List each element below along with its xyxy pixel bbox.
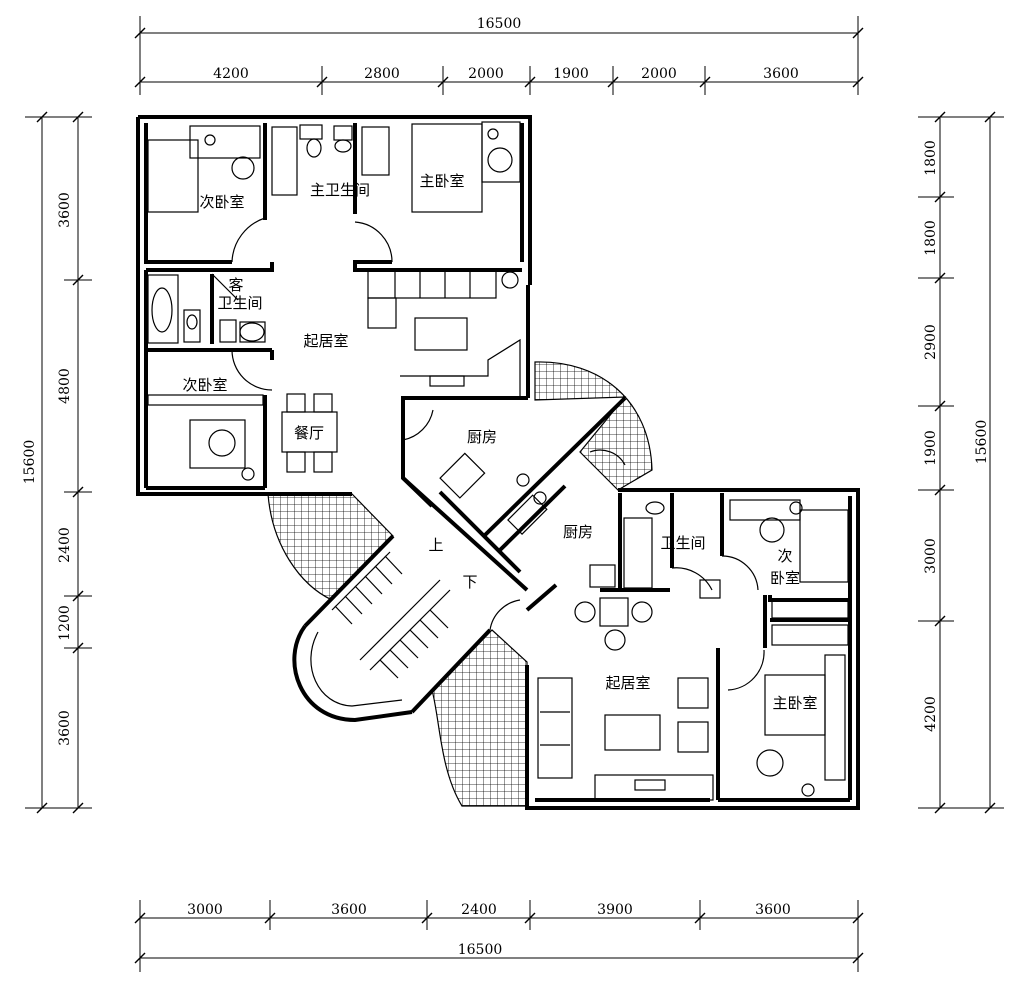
dimension-top: 16500 4200 2800 2000 1900 2000 3600 — [134, 16, 864, 95]
room-labels: 次卧室 主卫生间 主卧室 客 卫生间 起居室 次卧室 餐厅 厨房 厨房 卫生间 … — [182, 172, 817, 712]
dim-top-4: 1900 — [553, 66, 589, 82]
label-living-room-lower: 起居室 — [605, 674, 650, 692]
label-stair-down: 下 — [462, 573, 477, 591]
dim-top-1: 4200 — [213, 66, 249, 82]
label-secondary-bedroom-lower-1: 次 — [777, 547, 792, 565]
label-master-bedroom-lower: 主卧室 — [772, 694, 817, 712]
dim-left-total: 15600 — [22, 440, 38, 485]
label-bath-lower: 卫生间 — [660, 534, 705, 552]
dim-bottom-4: 3900 — [597, 902, 633, 918]
dim-top-5: 2000 — [641, 66, 677, 82]
label-dining: 餐厅 — [294, 424, 324, 442]
dim-right-5: 3000 — [923, 538, 939, 574]
label-secondary-bedroom-lower-2: 卧室 — [770, 569, 800, 587]
dim-top-6: 3600 — [763, 66, 799, 82]
dim-left-3: 2400 — [57, 527, 73, 563]
dim-bottom-5: 3600 — [755, 902, 791, 918]
dim-top-total: 16500 — [477, 16, 522, 32]
dimension-left: 3600 4800 2400 1200 3600 15600 — [22, 111, 92, 814]
furniture — [147, 121, 849, 801]
dimension-bottom: 3000 3600 2400 3900 3600 16500 — [134, 900, 864, 972]
label-kitchen-upper: 厨房 — [467, 428, 497, 446]
label-stair-up: 上 — [428, 536, 443, 554]
door-swings — [211, 217, 765, 691]
dim-top-2: 2800 — [364, 66, 400, 82]
dim-right-total: 15600 — [974, 420, 990, 465]
label-guest-bath-1: 客 — [228, 276, 243, 294]
balcony-bottom — [431, 629, 528, 807]
dim-bottom-2: 3600 — [331, 902, 367, 918]
dim-top-3: 2000 — [468, 66, 504, 82]
label-guest-bath-2: 卫生间 — [217, 294, 262, 312]
dim-right-6: 4200 — [923, 696, 939, 732]
label-living-room-upper: 起居室 — [303, 332, 348, 350]
dim-right-4: 1900 — [923, 430, 939, 466]
label-secondary-bedroom-upper: 次卧室 — [199, 193, 244, 211]
dim-right-3: 2900 — [923, 324, 939, 360]
dimension-right: 1800 1800 2900 1900 3000 4200 15600 — [918, 111, 1004, 814]
label-secondary-bedroom-left: 次卧室 — [182, 376, 227, 394]
balcony-right — [534, 361, 653, 491]
dim-bottom-3: 2400 — [461, 902, 497, 918]
dim-right-2: 1800 — [923, 220, 939, 256]
balcony-left — [267, 493, 394, 601]
dim-left-1: 3600 — [57, 192, 73, 228]
label-kitchen-lower: 厨房 — [563, 523, 593, 541]
dim-left-2: 4800 — [57, 368, 73, 404]
dim-bottom-1: 3000 — [187, 902, 223, 918]
dim-right-1: 1800 — [923, 140, 939, 176]
label-master-bath: 主卫生间 — [310, 181, 370, 199]
staircase — [292, 551, 451, 723]
dim-left-4: 1200 — [57, 605, 73, 641]
dim-left-5: 3600 — [57, 710, 73, 746]
label-master-bedroom-upper: 主卧室 — [419, 172, 464, 190]
dim-bottom-total: 16500 — [458, 942, 503, 958]
